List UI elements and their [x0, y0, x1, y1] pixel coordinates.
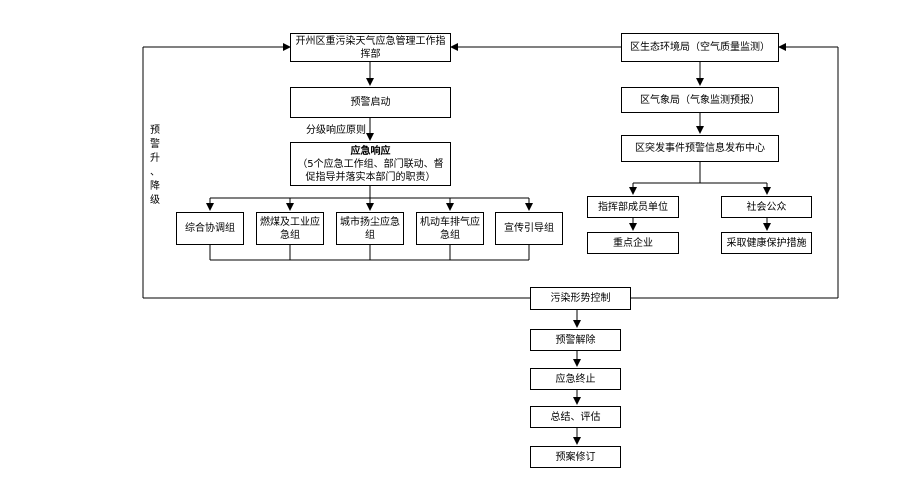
- command-hq-box: 开州区重污染天气应急管理工作指挥部: [290, 33, 451, 62]
- summary-evaluation-box: 总结、评估: [530, 406, 621, 428]
- member-units-box: 指挥部成员单位: [587, 196, 679, 218]
- info-center-box: 区突发事件预警信息发布中心: [621, 135, 779, 162]
- eco-bureau-box: 区生态环境局（空气质量监测）: [621, 33, 779, 62]
- pollution-control-box: 污染形势控制: [530, 287, 631, 310]
- group-vehicle-exhaust-box: 机动车排气应急组: [416, 212, 484, 245]
- warning-lift-box: 预警解除: [530, 329, 621, 351]
- group-publicity-box: 宣传引导组: [495, 212, 563, 245]
- warning-level-adjust-label: 预 警 升 、 降 级: [150, 125, 160, 206]
- plan-revision-box: 预案修订: [530, 446, 621, 468]
- key-enterprises-box: 重点企业: [587, 232, 679, 254]
- emergency-response-box: 应急响应 （5个应急工作组、部门联动、督促指导并落实本部门的职责）: [290, 142, 451, 186]
- public-box: 社会公众: [721, 196, 812, 218]
- group-coal-industry-box: 燃煤及工业应急组: [256, 212, 324, 245]
- group-coordination-box: 综合协调组: [176, 212, 244, 245]
- warning-start-box: 预警启动: [290, 87, 451, 118]
- weather-bureau-box: 区气象局（气象监测预报）: [621, 87, 779, 113]
- emergency-end-box: 应急终止: [530, 368, 621, 390]
- group-city-dust-box: 城市扬尘应急组: [336, 212, 404, 245]
- response-principle-label: 分级响应原则: [306, 125, 366, 136]
- health-measures-box: 采取健康保护措施: [721, 232, 812, 254]
